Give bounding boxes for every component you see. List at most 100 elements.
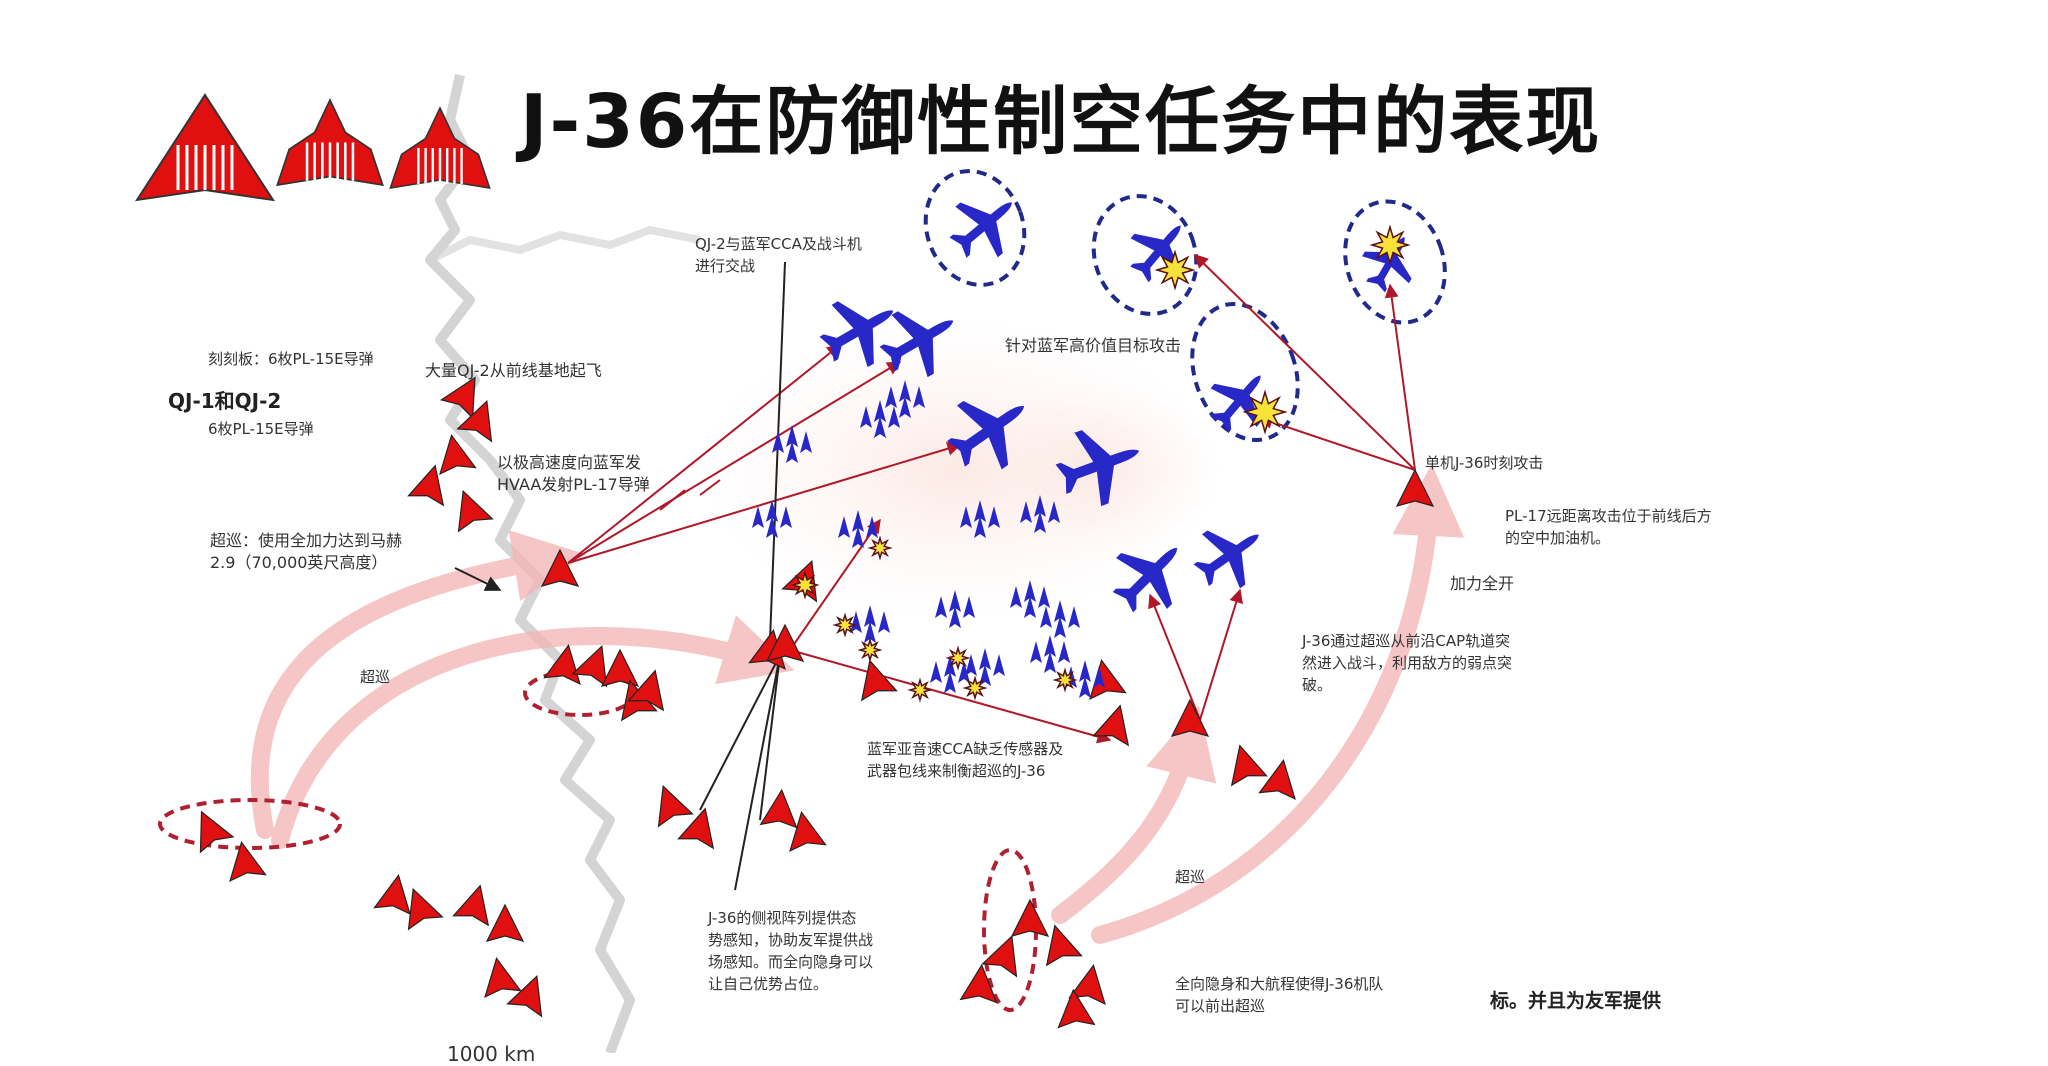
label-line: PL-17远距离攻击位于前线后方 (1505, 507, 1712, 525)
label-awareness: J-36的侧视阵列提供态 势感知，协助友军提供战 场感知。而全向隐身可以 让自己… (708, 907, 873, 995)
label-line: 以极高速度向蓝军发 (497, 453, 642, 472)
red-aircraft-icon (1068, 963, 1106, 1006)
label-strike-hvt: 针对蓝军高价值目标攻击 (1005, 336, 1182, 355)
target-ring-3 (1190, 302, 1300, 442)
red-aircraft-icon (860, 659, 898, 702)
red-aircraft-icon (373, 873, 411, 916)
supercruise-arrow-east (1091, 464, 1465, 944)
missile-line (1148, 593, 1201, 721)
label-line: 全向隐身和大航程使得J-36机队 (1175, 975, 1384, 993)
missile-dash (659, 489, 686, 511)
label-line: 超巡：使用全加力达到马赫 (210, 531, 403, 550)
label-line: 然进入战斗，利用敌方的弱点突 (1302, 654, 1513, 672)
blue-plane-icon (1055, 430, 1140, 507)
missile-dash (699, 479, 721, 496)
missile-line (1384, 283, 1416, 471)
label-line: QJ-2与蓝军CCA及战斗机 (695, 235, 862, 253)
blue-cca-cluster-icon (930, 655, 970, 693)
red-aircraft-icon (1057, 988, 1096, 1029)
label-qj2-takeoff: 大量QJ-2从前线基地起飞 (425, 361, 602, 380)
red-aircraft-icon (407, 887, 444, 931)
blue-plane-icon (946, 401, 1025, 470)
explosion-star-icon (1369, 224, 1411, 266)
missile-line (1193, 254, 1416, 471)
label-qj-missiles: 刻刻板：6枚PL-15E导弹 (208, 350, 374, 368)
label-line: 势感知，协助友军提供战 (708, 931, 874, 949)
label-footer: 标。并且为友军提供 (1490, 990, 1662, 1012)
annotation-line (759, 654, 781, 821)
supercruise-arrow-south (1051, 705, 1217, 924)
coastline-upper (428, 225, 701, 264)
blue-cca-cluster-icon (1010, 580, 1050, 618)
missile-line (1199, 588, 1243, 721)
red-aircraft-icon (1010, 898, 1050, 937)
label-blue-cca-lack: 蓝军亚音速CCA缺乏传感器及 武器包线来制衡超巡的J-36 (867, 738, 1063, 782)
red-aircraft-icon (765, 623, 805, 662)
label-line: 可以前出超巡 (1175, 997, 1266, 1015)
red-aircraft-icon (452, 884, 490, 927)
explosion-star-icon (907, 677, 933, 703)
red-aircraft-icon (959, 963, 998, 1004)
red-aircraft-icon (485, 903, 525, 942)
missile-line (789, 649, 1112, 744)
coastline (425, 73, 635, 1055)
missile-line (789, 518, 881, 651)
label-pl17-attack: PL-17远距离攻击位于前线后方 的空中加油机。 (1505, 505, 1712, 549)
red-aircraft-icon (759, 788, 798, 829)
target-ring-2 (1091, 194, 1199, 316)
blue-cca-cluster-icon (1040, 600, 1080, 638)
label-supercruise-south: 超巡 (1175, 868, 1206, 886)
red-aircraft-icon (1092, 704, 1130, 747)
label-line: 场感知。而全向隐身可以 (708, 953, 874, 971)
explosion-star-icon (832, 612, 858, 638)
explosion-star-icon (1154, 249, 1196, 291)
red-aircraft-icon (1045, 924, 1083, 967)
blue-plane-icon (879, 311, 954, 378)
annotation-line (734, 654, 781, 891)
j36-delta-icon (134, 93, 276, 202)
j36-delta-icon (389, 106, 491, 190)
label-line: 2.9（70,000英尺高度） (210, 553, 388, 572)
blue-plane-icon (1130, 225, 1181, 283)
supercruise-arrow-west (250, 530, 586, 839)
label-line: HVAA发射PL-17导弹 (497, 475, 650, 494)
target-ring-4 (1343, 199, 1447, 325)
red-aircraft-icon (1395, 468, 1435, 507)
blue-plane-icon (1112, 547, 1178, 613)
explosion-star-icon (1242, 389, 1288, 435)
red-aircraft-icon (1170, 698, 1210, 737)
red-aircraft-icon (627, 669, 665, 712)
blue-cca-cluster-icon (1020, 495, 1060, 533)
blue-cca-cluster-icon (772, 425, 812, 463)
missile-line (567, 441, 962, 564)
red-aircraft-icon (457, 489, 494, 533)
red-aircraft-icon (439, 433, 477, 476)
explosion-star-icon (1052, 667, 1078, 693)
red-aircraft-icon (439, 376, 476, 420)
label-stealth-escape: 全向隐身和大航程使得J-36机队 可以前出超巡 (1175, 973, 1383, 1017)
red-aircraft-icon (540, 548, 580, 587)
annotation-line (769, 261, 786, 641)
blue-cca-cluster-icon (935, 590, 975, 628)
blue-cca-cluster-icon (838, 510, 878, 548)
explosion-star-icon (945, 645, 971, 671)
blue-plane-icon (1193, 530, 1259, 589)
blue-plane-icon (949, 202, 1012, 258)
supercruise-arrow-center (271, 615, 795, 849)
j36-delta-icon (276, 98, 384, 187)
label-supercruise-west: 超巡 (360, 668, 391, 686)
red-aircraft-icon (677, 807, 715, 850)
red-aircraft-icon (789, 810, 827, 853)
red-aircraft-icon (506, 974, 543, 1018)
missile-line (567, 361, 902, 564)
missile-line (1258, 415, 1416, 471)
red-aircraft-icon (1089, 658, 1127, 701)
label-line: J-36通过超巡从前沿CAP轨道突 (1302, 632, 1511, 650)
annotation-line (454, 567, 502, 591)
label-line: 蓝军亚音速CCA缺乏传感器及 (867, 740, 1064, 758)
label-single-j36: 单机J-36时刻攻击 (1425, 454, 1544, 472)
label-qj-missiles2: 6枚PL-15E导弹 (208, 420, 314, 438)
red-aircraft-icon (600, 648, 640, 687)
blue-cca-cluster-icon (965, 648, 1005, 686)
missile-line (567, 344, 842, 564)
